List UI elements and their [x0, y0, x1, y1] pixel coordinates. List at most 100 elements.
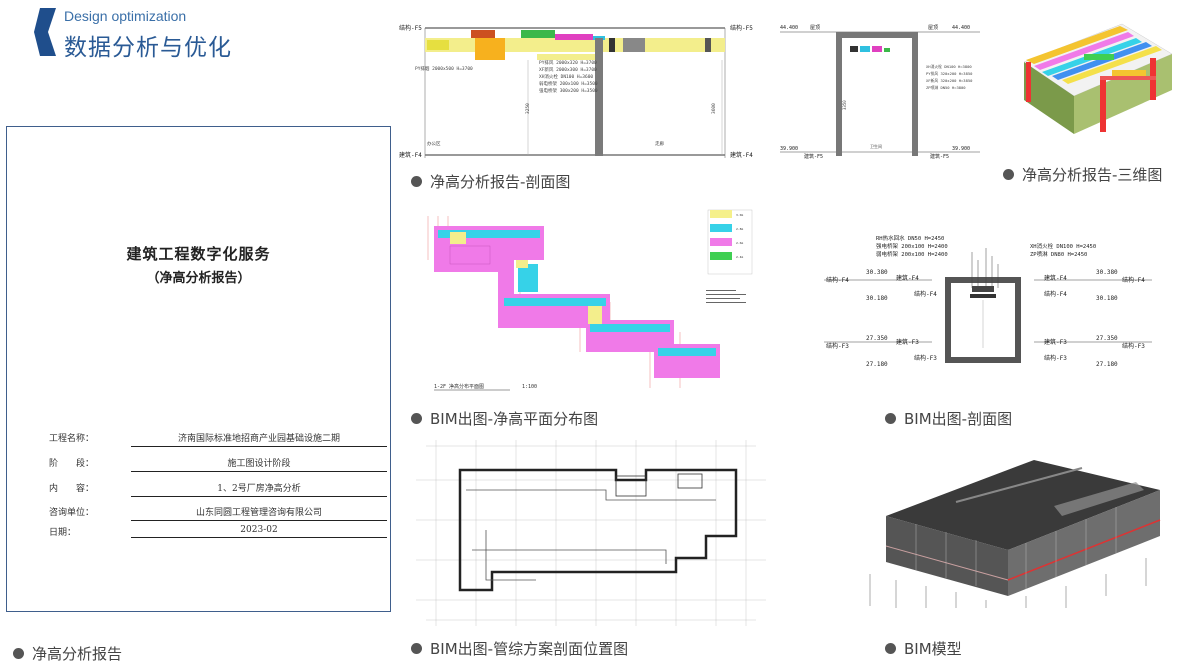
- elev-1: 30.380: [866, 269, 888, 276]
- caption-text: 净高分析报告-三维图: [1022, 166, 1163, 184]
- pipe-position-drawing: [416, 440, 766, 626]
- note-2: XF新风 2000x300 H=3700: [539, 66, 597, 73]
- note-5: 强电桥架 300x200 H=3500: [539, 87, 598, 94]
- left-label-6: 结构-F3: [914, 354, 937, 362]
- bullet-dot-icon: [411, 176, 422, 187]
- field-label: 咨询单位：: [49, 508, 95, 518]
- elev-5: 30.380: [1096, 269, 1118, 276]
- label-left-top: 结构-F5: [399, 24, 422, 32]
- note-2: PY排风 320x200 H=3850: [926, 71, 973, 76]
- bottom-left: 建筑-F5: [804, 153, 823, 160]
- elev-2: 30.180: [866, 295, 888, 302]
- room: 卫生间: [870, 143, 882, 149]
- caption-text: 净高分析报告-剖面图: [430, 173, 571, 191]
- note-4: 弱电桥架 200x100 H=3500: [539, 80, 598, 87]
- cover-subtitle: （净高分析报告）: [146, 271, 251, 286]
- roof-left: 屋顶: [810, 25, 820, 31]
- legend-4: 2.4m: [736, 255, 743, 259]
- field-label: 阶 段：: [49, 459, 95, 469]
- room-right: 走廊: [655, 140, 664, 147]
- right-label-2: 结构-F4: [1044, 290, 1067, 298]
- dim-right: 3600: [711, 103, 717, 114]
- right-label-5: 结构-F3: [1044, 354, 1067, 362]
- note-left-2: 强电桥架 200x100 H=2400: [876, 242, 948, 250]
- note-right-2: ZP喷淋 DN80 H=2450: [1030, 250, 1087, 258]
- note-3: XF新风 320x200 H=3850: [926, 78, 973, 83]
- bottom-right: 建筑-F5: [930, 153, 949, 160]
- caption-text: BIM模型: [904, 640, 962, 658]
- right-label-4: 建筑-F3: [1044, 338, 1067, 346]
- legend-3: 2.6m: [736, 241, 743, 245]
- plan-scale: 1:100: [522, 384, 537, 390]
- left-label-2: 建筑-F4: [896, 274, 919, 282]
- elev-7: 27.350: [1096, 335, 1118, 342]
- brand-bracket-icon: [34, 8, 56, 56]
- page-title: 数据分析与优化: [64, 35, 232, 61]
- elev-3: 27.350: [866, 335, 888, 342]
- room-left: 办公区: [427, 140, 441, 147]
- section-drawing-2: 44.400 屋顶 屋顶 44.400 39.900 39.900 建筑-F5 …: [780, 20, 980, 162]
- left-label-1: 结构-F4: [826, 276, 849, 284]
- field-value: 2023-02: [131, 525, 387, 538]
- right-label-6: 结构-F3: [1122, 342, 1145, 350]
- caption-pipe-section-position: BIM出图-管综方案剖面位置图: [411, 638, 628, 659]
- field-label: 工程名称：: [49, 434, 95, 444]
- note-1: XH消火栓 DN100 H=3800: [926, 64, 972, 69]
- header-subtitle: Design optimization: [64, 8, 187, 24]
- elev-bottom-left: 39.900: [780, 146, 798, 152]
- elev-6: 30.180: [1096, 295, 1118, 302]
- caption-3d-report: 净高分析报告-三维图: [1003, 164, 1162, 185]
- bullet-dot-icon: [885, 643, 896, 654]
- roof-right: 屋顶: [928, 25, 938, 31]
- bullet-dot-icon: [13, 648, 24, 659]
- note-right-1: XH消火栓 DN100 H=2450: [1030, 242, 1096, 250]
- report-cover: 建筑工程数字化服务 （净高分析报告） 工程名称： 济南国际标准地招商产业园基础设…: [6, 126, 391, 612]
- left-label-5: 建筑-F3: [896, 338, 919, 346]
- caption-bim-model: BIM模型: [885, 638, 962, 659]
- cover-title: 建筑工程数字化服务: [126, 245, 271, 263]
- field-value: 施工图设计阶段: [131, 456, 387, 472]
- caption-text: BIM出图-净高平面分布图: [430, 410, 599, 428]
- bullet-dot-icon: [411, 413, 422, 424]
- caption-bim-section: BIM出图-剖面图: [885, 408, 1012, 429]
- right-label-3: 结构-F4: [1122, 276, 1145, 284]
- legend-2: 2.8m: [736, 227, 743, 231]
- field-value: 1、2号厂房净高分析: [131, 481, 387, 497]
- label-right-top: 结构-F5: [730, 24, 753, 32]
- right-label-1: 建筑-F4: [1044, 274, 1067, 282]
- section-drawing-3: RH热水回水 DN50 H=2450 强电桥架 200x100 H=2400 弱…: [822, 228, 1162, 376]
- elev-8: 27.180: [1096, 361, 1118, 368]
- field-label: 日期：: [49, 528, 77, 538]
- bullet-dot-icon: [1003, 169, 1014, 180]
- caption-text: BIM出图-管综方案剖面位置图: [430, 640, 629, 658]
- caption-section-report: 净高分析报告-剖面图: [411, 171, 570, 192]
- field-value: 济南国际标准地招商产业园基础设施二期: [131, 431, 387, 447]
- elev-top-left: 44.400: [780, 25, 798, 31]
- field-value: 山东同圆工程管理咨询有限公司: [131, 505, 387, 521]
- elev-bottom-right: 39.900: [952, 146, 970, 152]
- caption-report: 净高分析报告: [13, 643, 122, 664]
- label-left-bottom: 建筑-F4: [399, 151, 422, 159]
- field-label: 内 容：: [49, 484, 95, 494]
- bullet-dot-icon: [885, 413, 896, 424]
- bullet-dot-icon: [411, 643, 422, 654]
- dim-left: 3250: [525, 103, 531, 114]
- note-4: ZP喷淋 DN50 H=3800: [926, 85, 966, 90]
- note-3: XH消火栓 DN100 H=3600: [539, 73, 593, 80]
- left-label-3: 结构-F4: [914, 290, 937, 298]
- left-label-4: 结构-F3: [826, 342, 849, 350]
- note-1: PY排风 2000x320 H=3700: [539, 59, 597, 66]
- section-drawing-1: 结构-F5 建筑-F4 结构-F5 建筑-F4 PY排烟 2000x500 H=…: [397, 10, 755, 160]
- plan-distribution-drawing: 3.0m 2.8m 2.6m 2.4m 1-2F 净高分布平面图 1:100: [420, 202, 760, 398]
- caption-text: 净高分析报告: [32, 645, 123, 663]
- section-3d-view: [1012, 14, 1177, 138]
- elev-4: 27.180: [866, 361, 888, 368]
- note-smoke-duct: PY排烟 2000x500 H=3700: [415, 65, 473, 72]
- bim-model-render: [856, 446, 1168, 608]
- plan-title: 1-2F 净高分布平面图: [434, 383, 484, 390]
- label-right-bottom: 建筑-F4: [730, 151, 753, 159]
- note-left-3: 弱电桥架 200x100 H=2400: [876, 250, 948, 258]
- caption-plan-distribution: BIM出图-净高平面分布图: [411, 408, 598, 429]
- dim: 3350: [842, 100, 847, 110]
- legend-1: 3.0m: [736, 213, 743, 217]
